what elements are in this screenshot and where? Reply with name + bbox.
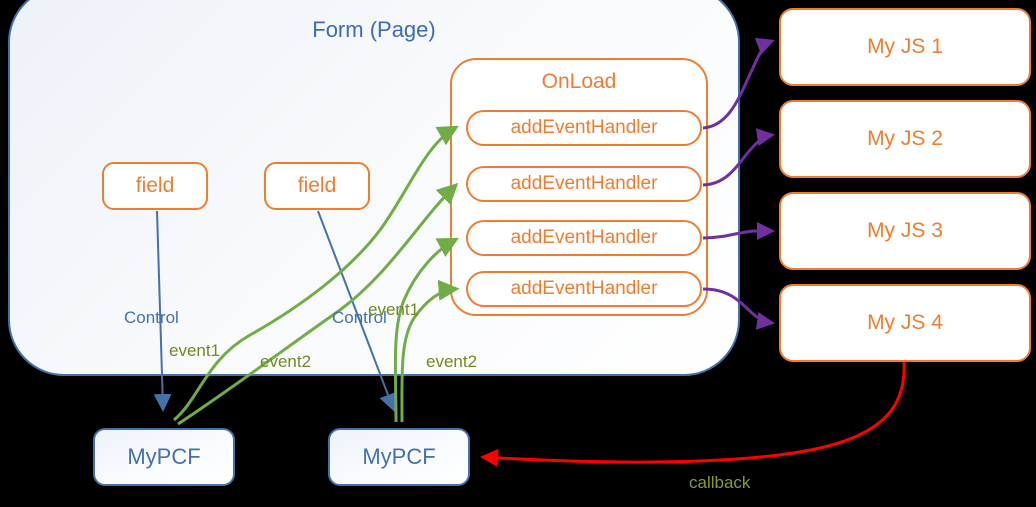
edge-handler4-to-js4 bbox=[702, 287, 775, 330]
my-js-box-4[interactable] bbox=[779, 284, 1031, 362]
edge-event2-b bbox=[400, 279, 460, 423]
my-pcf-box-2[interactable] bbox=[328, 428, 470, 486]
edge-control-2 bbox=[317, 210, 397, 412]
edge-handler1-to-js1 bbox=[702, 37, 775, 130]
my-js-box-2[interactable] bbox=[779, 100, 1031, 178]
field-box-1[interactable] bbox=[102, 162, 208, 210]
add-event-handler-3[interactable] bbox=[466, 220, 702, 256]
my-pcf-box-1[interactable] bbox=[93, 428, 235, 486]
my-js-box-3[interactable] bbox=[779, 192, 1031, 270]
edge-callback bbox=[480, 361, 906, 467]
my-js-box-1[interactable] bbox=[779, 8, 1031, 86]
edge-control-1 bbox=[153, 210, 172, 412]
field-box-2[interactable] bbox=[264, 162, 370, 210]
add-event-handler-1[interactable] bbox=[466, 110, 702, 146]
edge-event1-b bbox=[393, 237, 459, 423]
edge-event2-a bbox=[177, 182, 459, 426]
add-event-handler-4[interactable] bbox=[466, 271, 702, 307]
edge-event1-a bbox=[173, 125, 459, 422]
edge-handler2-to-js2 bbox=[702, 128, 775, 187]
add-event-handler-2[interactable] bbox=[466, 166, 702, 202]
edge-handler3-to-js3 bbox=[702, 222, 775, 240]
